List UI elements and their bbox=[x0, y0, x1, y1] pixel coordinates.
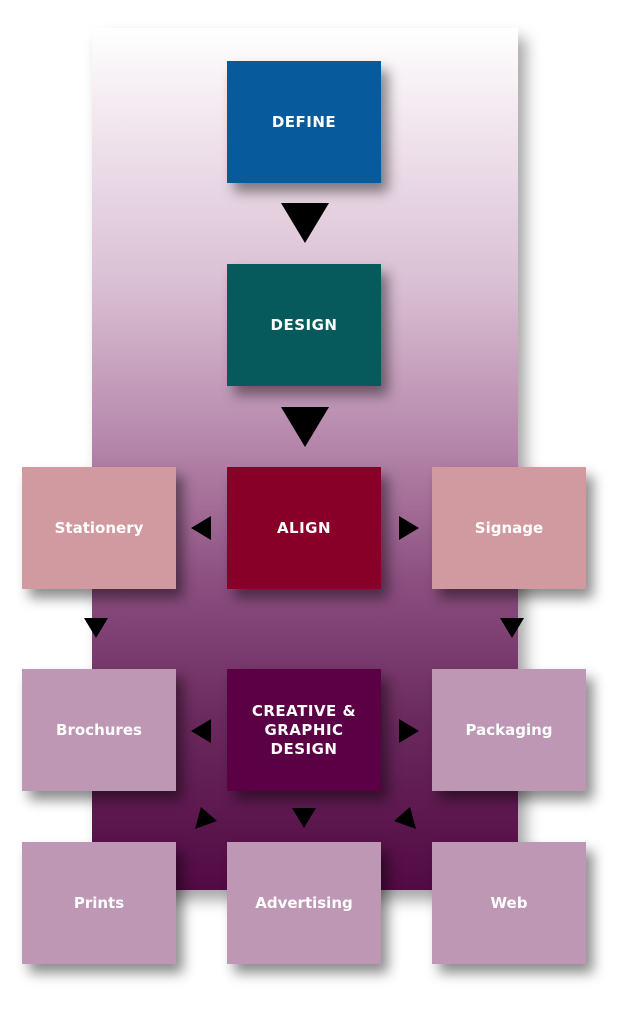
advertising-label: Advertising bbox=[255, 893, 353, 912]
stationery-box: Stationery bbox=[22, 467, 176, 589]
align-label: ALIGN bbox=[276, 518, 332, 537]
arrow-signage-down bbox=[500, 618, 524, 638]
design-label: DESIGN bbox=[270, 315, 338, 334]
define-label: DEFINE bbox=[271, 112, 337, 131]
define-box: DEFINE bbox=[227, 61, 381, 183]
web-box: Web bbox=[432, 842, 586, 964]
arrow-align-to-signage bbox=[399, 516, 419, 540]
web-label: Web bbox=[490, 893, 528, 912]
arrow-stationery-down bbox=[84, 618, 108, 638]
arrow-design-to-align bbox=[281, 407, 329, 447]
signage-box: Signage bbox=[432, 467, 586, 589]
signage-label: Signage bbox=[474, 518, 544, 537]
prints-box: Prints bbox=[22, 842, 176, 964]
packaging-box: Packaging bbox=[432, 669, 586, 791]
arrow-align-to-stationery bbox=[191, 516, 211, 540]
arrow-creative-to-advertising bbox=[292, 808, 316, 828]
brochures-label: Brochures bbox=[56, 720, 142, 739]
brochures-box: Brochures bbox=[22, 669, 176, 791]
align-box: ALIGN bbox=[227, 467, 381, 589]
arrow-define-to-design bbox=[281, 203, 329, 243]
arrow-creative-to-brochures bbox=[191, 719, 211, 743]
arrow-creative-to-web bbox=[394, 807, 416, 829]
stationery-label: Stationery bbox=[54, 518, 144, 537]
creative-graphic-design-label: CREATIVE & GRAPHIC DESIGN bbox=[251, 701, 357, 758]
arrow-creative-to-prints bbox=[195, 807, 217, 829]
prints-label: Prints bbox=[73, 893, 125, 912]
advertising-box: Advertising bbox=[227, 842, 381, 964]
design-box: DESIGN bbox=[227, 264, 381, 386]
arrow-creative-to-packaging bbox=[399, 719, 419, 743]
packaging-label: Packaging bbox=[465, 720, 553, 739]
creative-graphic-design-box: CREATIVE & GRAPHIC DESIGN bbox=[227, 669, 381, 791]
